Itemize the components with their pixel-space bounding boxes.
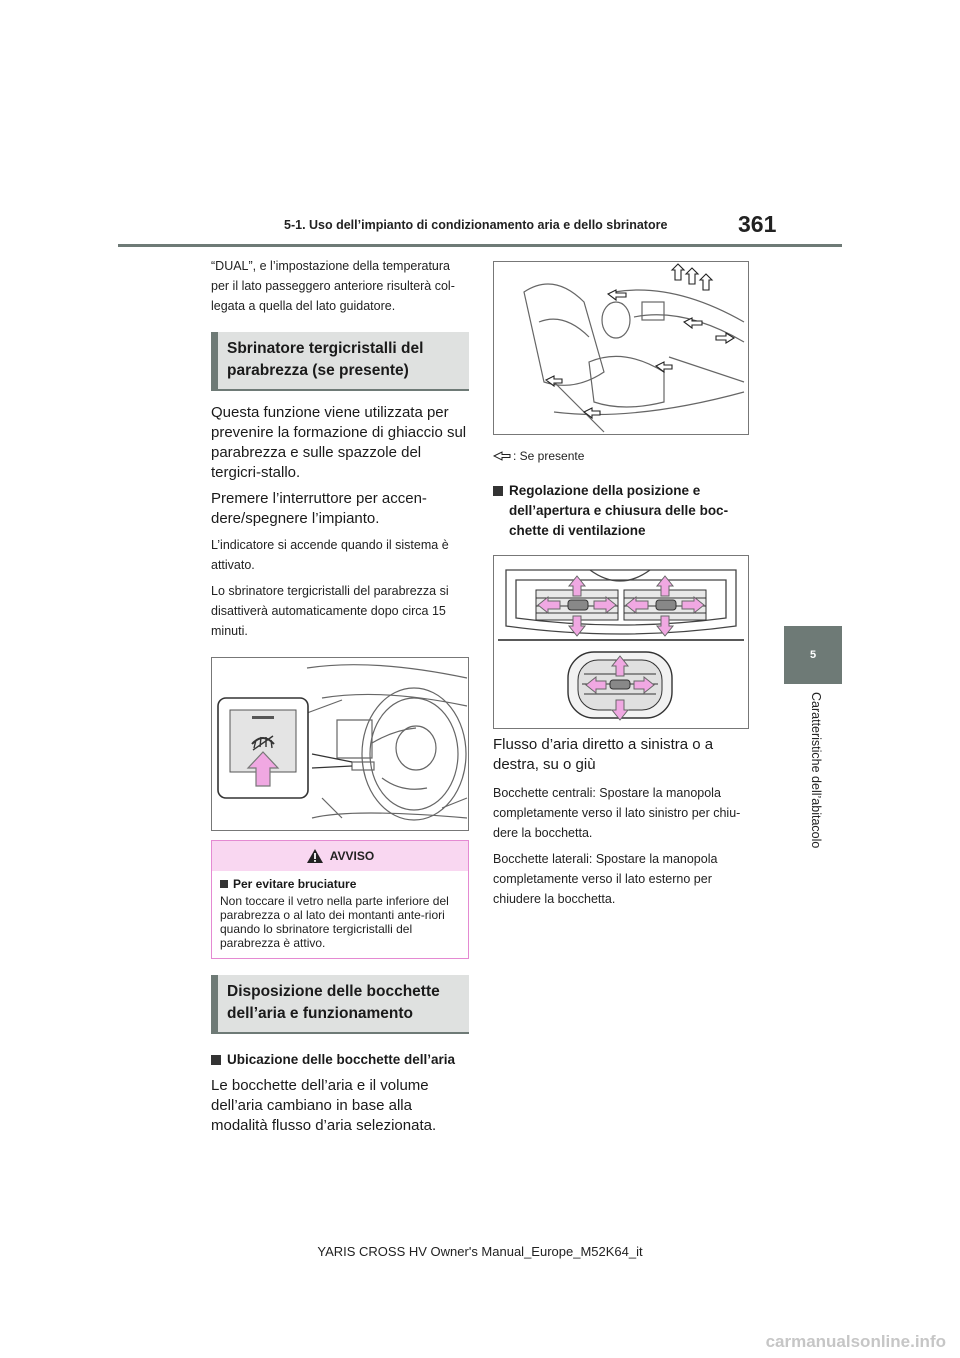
vents-adjust-subhead-text: Regolazione della posizione e dell’apert… bbox=[509, 483, 729, 538]
vents-adjust-subhead: Regolazione della posizione e dell’apert… bbox=[493, 481, 751, 541]
warning-subtitle-text: Per evitare bruciature bbox=[233, 877, 357, 891]
vents-location-text: Le bocchette dell’aria e il volume dell’… bbox=[211, 1077, 437, 1134]
watermark: carmanualsonline.info bbox=[765, 1332, 946, 1351]
airflow-arrows bbox=[544, 263, 736, 420]
header-rule bbox=[118, 244, 842, 247]
vents-location-subhead: Ubicazione delle bocchette dell’aria bbox=[211, 1050, 469, 1070]
defroster-switch-illustration bbox=[211, 657, 469, 831]
vents-location-subhead-text: Ubicazione delle bocchette dell’aria bbox=[227, 1052, 456, 1067]
warning-header: AVVISO bbox=[212, 841, 468, 871]
warning-label: AVVISO bbox=[329, 849, 375, 863]
center-vents-note: Bocchette centrali: Spostare la manopola… bbox=[493, 786, 741, 840]
defroster-note-timer: Lo sbrinatore tergicristalli del parabre… bbox=[211, 584, 449, 638]
warning-box: AVVISO Per evitare bruciature Non toccar… bbox=[211, 840, 469, 959]
rear-defroster-icon bbox=[251, 735, 275, 751]
defroster-note-indicator: L’indicatore si accende quando il sistem… bbox=[211, 538, 449, 572]
vent-location-illustration bbox=[493, 261, 749, 435]
chapter-tab: 5 bbox=[784, 626, 842, 684]
legend-row: : Se presente bbox=[493, 449, 751, 463]
vents-drawing bbox=[498, 569, 744, 721]
bullet-square-icon bbox=[211, 1055, 221, 1065]
defroster-description: Questa funzione viene utilizzata per pre… bbox=[211, 404, 467, 481]
press-arrow-icon bbox=[246, 751, 280, 787]
bullet-square-icon bbox=[493, 486, 503, 496]
right-column: : Se presente Regolazione della posizion… bbox=[493, 256, 751, 909]
optional-arrow-icon bbox=[493, 451, 511, 461]
vent-direction-arrows bbox=[537, 575, 705, 721]
section-vents-title: Disposizione delle bocchette dell’aria e… bbox=[211, 975, 469, 1034]
page-number: 361 bbox=[738, 211, 777, 237]
side-vents-note: Bocchette laterali: Spostare la manopola… bbox=[493, 852, 718, 906]
defroster-instruction: Premere l’interruttore per accen-dere/sp… bbox=[211, 490, 427, 527]
warning-subtitle: Per evitare bruciature bbox=[220, 877, 460, 891]
left-column: “DUAL”, e l’impostazione della temperatu… bbox=[211, 256, 469, 1136]
warning-text: Non toccare il vetro nella parte inferio… bbox=[220, 894, 449, 950]
footer-manual-id: YARIS CROSS HV Owner's Manual_Europe_M52… bbox=[317, 1244, 643, 1259]
section-defroster-title: Sbrinatore tergicristalli del parabrezza… bbox=[211, 332, 469, 391]
legend-text: : Se presente bbox=[513, 449, 585, 463]
intro-text: “DUAL”, e l’impostazione della temperatu… bbox=[211, 259, 455, 313]
airflow-direction-text: Flusso d’aria diretto a sinistra o a des… bbox=[493, 736, 714, 773]
dashboard-drawing bbox=[217, 664, 468, 821]
running-header: 5-1. Uso dell’impianto di condizionament… bbox=[284, 218, 668, 232]
side-vent bbox=[567, 651, 673, 719]
bullet-square-icon bbox=[220, 880, 228, 888]
vent-adjustment-illustration bbox=[493, 555, 749, 729]
chapter-title: Caratteristiche dell’abitacolo bbox=[809, 692, 823, 849]
cabin-drawing bbox=[523, 263, 745, 433]
warning-triangle-icon bbox=[306, 849, 323, 863]
